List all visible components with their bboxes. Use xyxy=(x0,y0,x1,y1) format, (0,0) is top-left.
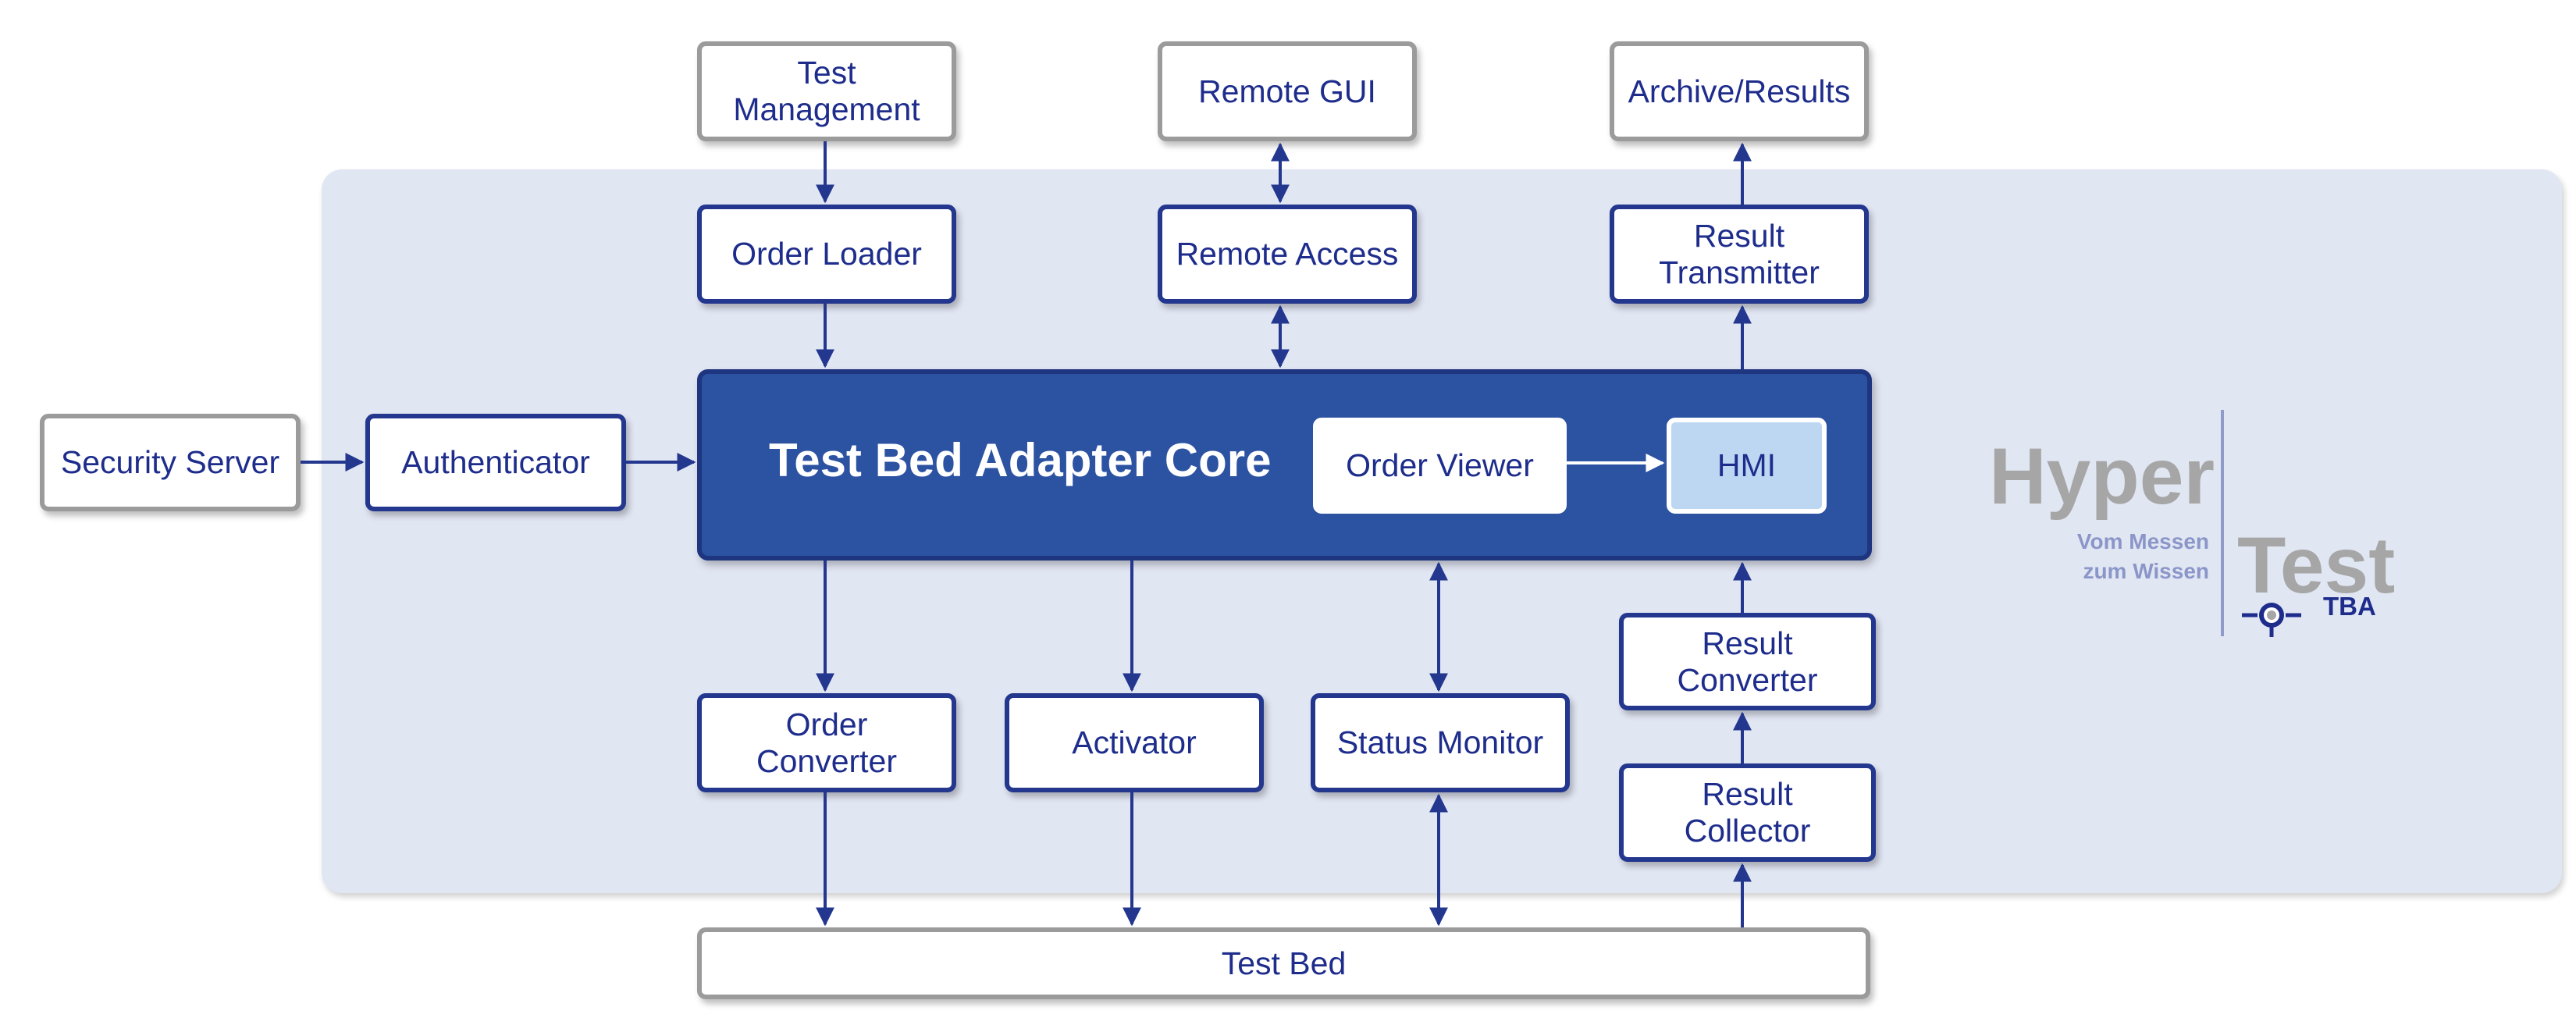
result-converter-box: Result Converter xyxy=(1619,613,1876,710)
logo-divider xyxy=(2221,410,2224,636)
logo-tagline: Vom Messen zum Wissen xyxy=(2076,529,2209,583)
security-server-box: Security Server xyxy=(40,414,301,511)
authenticator-box: Authenticator xyxy=(365,414,626,511)
result-transmitter-box: Result Transmitter xyxy=(1610,205,1869,304)
hmi-box: HMI xyxy=(1667,418,1827,514)
logo-product-name: TBA xyxy=(2323,592,2376,621)
order-viewer-box: Order Viewer xyxy=(1313,418,1567,514)
test-management-box: Test Management xyxy=(697,41,956,141)
status-monitor-box: Status Monitor xyxy=(1311,693,1570,792)
logo-test-text: Test xyxy=(2237,521,2396,610)
test-bed-box: Test Bed xyxy=(697,927,1870,999)
archive-results-box: Archive/Results xyxy=(1610,41,1869,141)
order-loader-box: Order Loader xyxy=(697,205,956,304)
activator-box: Activator xyxy=(1005,693,1264,792)
result-collector-box: Result Collector xyxy=(1619,763,1876,862)
order-converter-box: Order Converter xyxy=(697,693,956,792)
logo-hyper-text: Hyper xyxy=(1989,432,2215,521)
remote-access-box: Remote Access xyxy=(1158,205,1417,304)
core-title: Test Bed Adapter Core xyxy=(769,434,1272,486)
target-icon xyxy=(2242,603,2301,637)
remote-gui-box: Remote GUI xyxy=(1158,41,1417,141)
